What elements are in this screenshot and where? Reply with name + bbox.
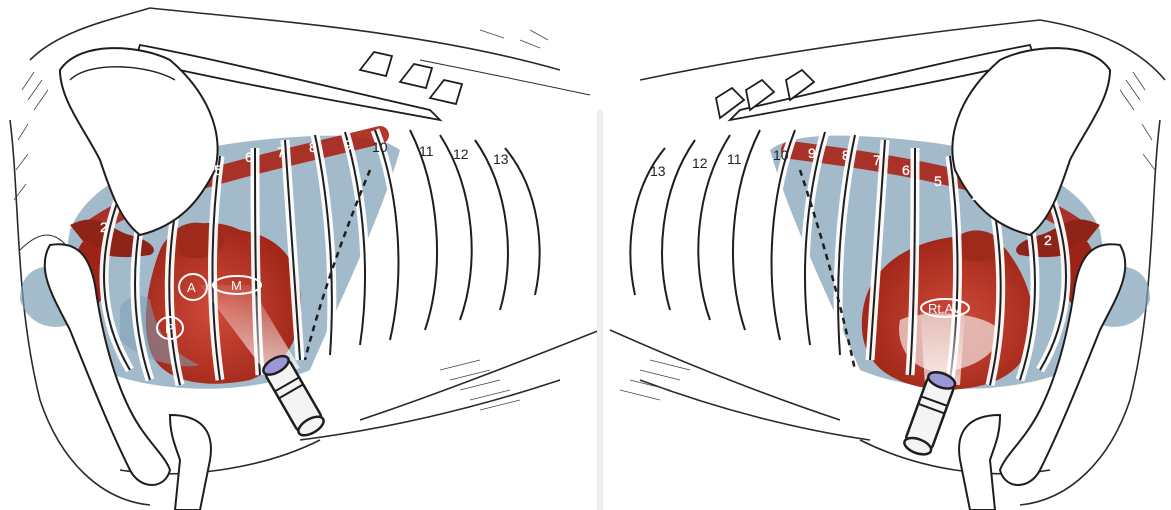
rib-label-4: 4: [972, 189, 980, 205]
rib-label-8: 8: [842, 147, 850, 163]
rib-label-9: 9: [344, 137, 352, 153]
rib-label-7: 7: [277, 144, 285, 160]
right-av-valve-label: Rt.AV: [928, 301, 961, 316]
rib-label-13: 13: [493, 151, 509, 167]
rib-label-10: 10: [372, 139, 388, 155]
rib-label-9: 9: [808, 145, 816, 161]
right-foreleg: [959, 415, 1000, 510]
left-foreleg: [170, 415, 211, 510]
rib-label-3: 3: [143, 194, 151, 210]
rib-label-8: 8: [309, 139, 317, 155]
rib-label-10: 10: [773, 147, 789, 163]
rib-label-5: 5: [214, 162, 222, 178]
rib-label-3: 3: [1006, 203, 1014, 219]
rib-label-2: 2: [1044, 232, 1052, 248]
rib-label-6: 6: [245, 149, 253, 165]
pulmonic-valve-label: P: [165, 321, 174, 336]
probe-icon: [260, 352, 326, 439]
rib-label-5: 5: [934, 173, 942, 189]
rib-label-6: 6: [902, 162, 910, 178]
rib-label-4: 4: [175, 177, 183, 193]
rib-label-12: 12: [453, 146, 469, 162]
rib-label-12: 12: [692, 155, 708, 171]
mitral-valve-label: M: [231, 278, 242, 293]
right-view: Rt.AV 2 3 4 5 6 7 8 9 10 11 12 13: [610, 20, 1165, 510]
left-view: A M P 2 3 4 5 6 7 8 9 10 11 12 13: [10, 8, 600, 510]
rib-label-11: 11: [419, 143, 434, 159]
rib-label-11: 11: [727, 151, 742, 167]
aortic-valve-label: A: [187, 280, 196, 295]
rib-label-2: 2: [100, 219, 108, 235]
rib-label-13: 13: [650, 163, 666, 179]
rib-label-7: 7: [873, 152, 881, 168]
